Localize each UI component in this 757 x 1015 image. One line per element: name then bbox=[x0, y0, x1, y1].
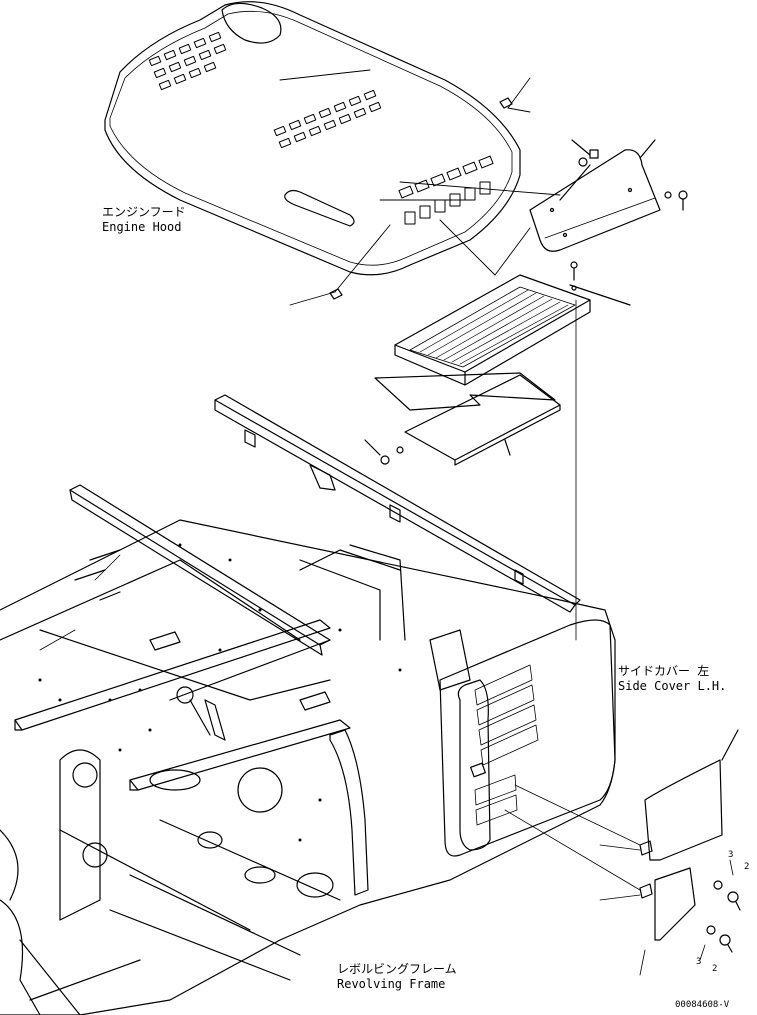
drawing-code: 00084608-V bbox=[675, 1000, 730, 1010]
hood-leader-lines bbox=[279, 69, 561, 306]
engine-hood-label-jp: エンジンフード bbox=[102, 205, 186, 219]
side-cover-lh-part bbox=[504, 729, 741, 976]
hood-side-panel bbox=[529, 139, 688, 252]
revolving-frame bbox=[0, 484, 616, 1015]
flat-cover-plate bbox=[364, 372, 561, 466]
side-cover-label-jp: サイドカバー 左 bbox=[618, 664, 710, 678]
engine-hood-part bbox=[104, 1, 521, 276]
callout-qty-b: 2 bbox=[744, 862, 750, 872]
engine-hood-label-en: Engine Hood bbox=[102, 220, 182, 234]
side-cover-label-en: Side Cover L.H. bbox=[618, 679, 727, 693]
callout-qty-d: 2 bbox=[712, 964, 718, 974]
grille-cover bbox=[394, 261, 631, 386]
callout-qty-c: 3 bbox=[696, 957, 702, 967]
support-rail bbox=[214, 299, 581, 613]
revolving-frame-label-en: Revolving Frame bbox=[337, 977, 446, 991]
callout-qty-a: 3 bbox=[728, 850, 734, 860]
revolving-frame-label-jp: レボルビングフレーム bbox=[337, 962, 457, 976]
